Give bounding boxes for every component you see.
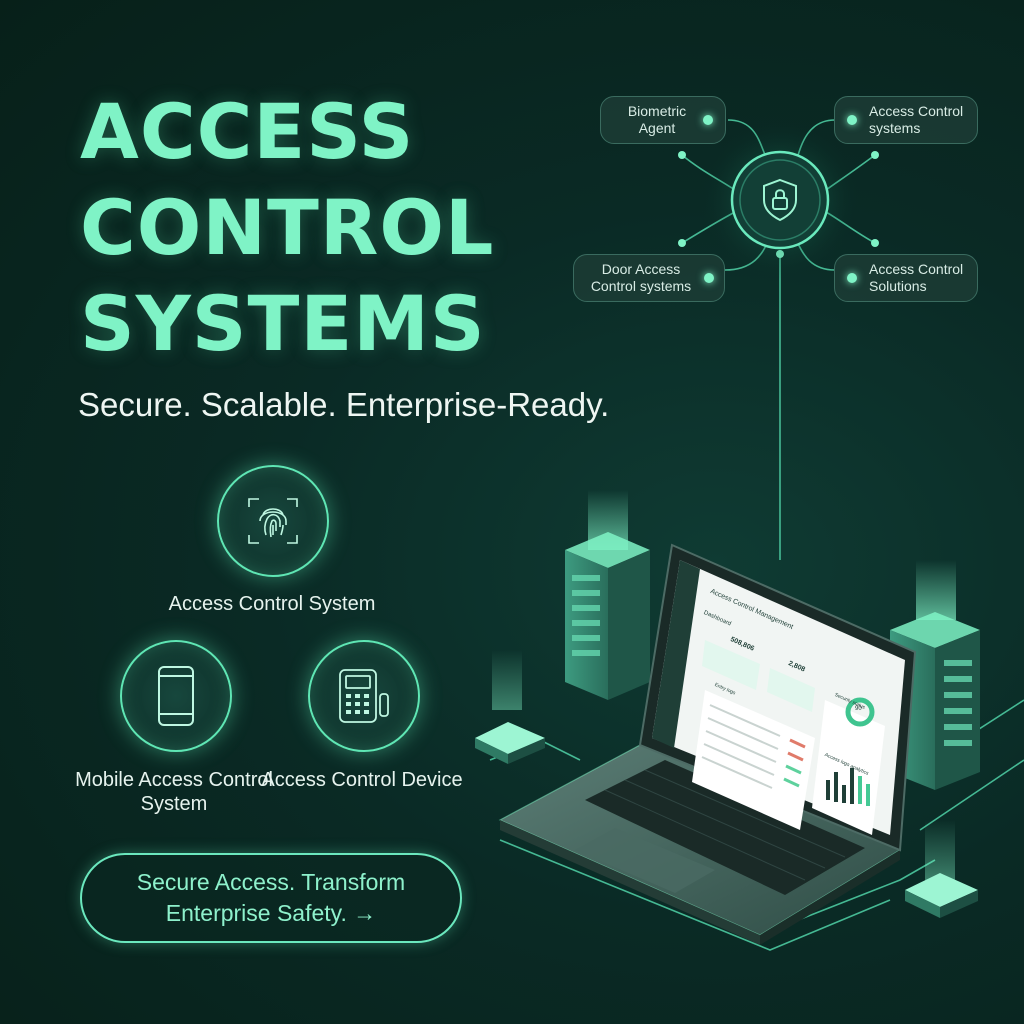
fingerprint-icon: [248, 498, 298, 544]
router-right: [905, 820, 978, 918]
node-access-control-systems: Access Control systems: [834, 96, 978, 144]
page-title: ACCESS CONTROL SYSTEMS: [80, 84, 494, 372]
feature-access-control-system-badge: [217, 465, 329, 577]
smartphone-icon: [158, 666, 194, 726]
node-dot: [704, 273, 714, 283]
node-door-access-control-systems: Door Access Control systems: [573, 254, 725, 302]
router-left: [475, 650, 545, 764]
feature-mobile-access-badge: [120, 640, 232, 752]
feature-mobile-access-label: Mobile Access Control System: [75, 769, 273, 815]
title-line-2: CONTROL: [80, 183, 495, 272]
title-line-1: ACCESS: [80, 87, 415, 176]
cta-button[interactable]: Secure Access. Transform Enterprise Safe…: [80, 853, 462, 943]
feature-access-control-system-label: Access Control System: [168, 593, 376, 615]
cta-label: Secure Access. Transform Enterprise Safe…: [136, 869, 406, 926]
title-line-3: SYSTEMS: [80, 279, 486, 368]
feature-access-device-label: Access Control Device: [261, 769, 463, 791]
keypad-device-icon: [339, 669, 389, 723]
node-dot: [703, 115, 713, 125]
laptop: [498, 543, 917, 945]
laptop-gauge-value: 90: [855, 706, 862, 712]
node-dot: [847, 273, 857, 283]
shield-lock-icon: [763, 178, 797, 222]
node-biometric-agent: Biometric Agent: [600, 96, 726, 144]
node-access-control-solutions: Access Control Solutions: [834, 254, 978, 302]
server-rack-left: [565, 490, 650, 700]
node-dot: [847, 115, 857, 125]
tagline: Secure. Scalable. Enterprise-Ready.: [78, 386, 610, 423]
feature-access-device-badge: [308, 640, 420, 752]
